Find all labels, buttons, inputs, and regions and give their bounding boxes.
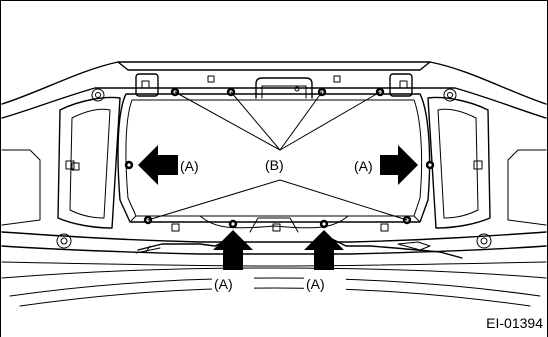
label-a-left: (A) [180, 158, 199, 174]
label-a-bottom-left: (A) [214, 276, 233, 292]
arrow-bottom-left-a [213, 230, 253, 270]
left-side-openings [56, 88, 121, 249]
top-recesses [135, 73, 413, 99]
clip-a-bottom-left [228, 219, 238, 229]
arrow-left-a [138, 145, 178, 185]
label-a-bottom-right: (A) [306, 276, 325, 292]
label-b: (B) [265, 157, 284, 173]
clip-a-right [425, 160, 435, 170]
clip-a-bottom-right [319, 219, 329, 229]
fasteners [124, 87, 435, 229]
clip-a-left [124, 160, 134, 170]
arrow-bottom-right-a [304, 230, 344, 270]
figure-code: EI-01394 [486, 315, 543, 331]
arrow-right-a [380, 145, 418, 185]
label-a-right: (A) [354, 158, 373, 174]
leader-lines-b [147, 91, 408, 221]
trim-panel [117, 93, 431, 233]
outer-body-outline [1, 61, 547, 307]
panel-squares [71, 162, 389, 232]
right-side-openings [427, 88, 492, 249]
